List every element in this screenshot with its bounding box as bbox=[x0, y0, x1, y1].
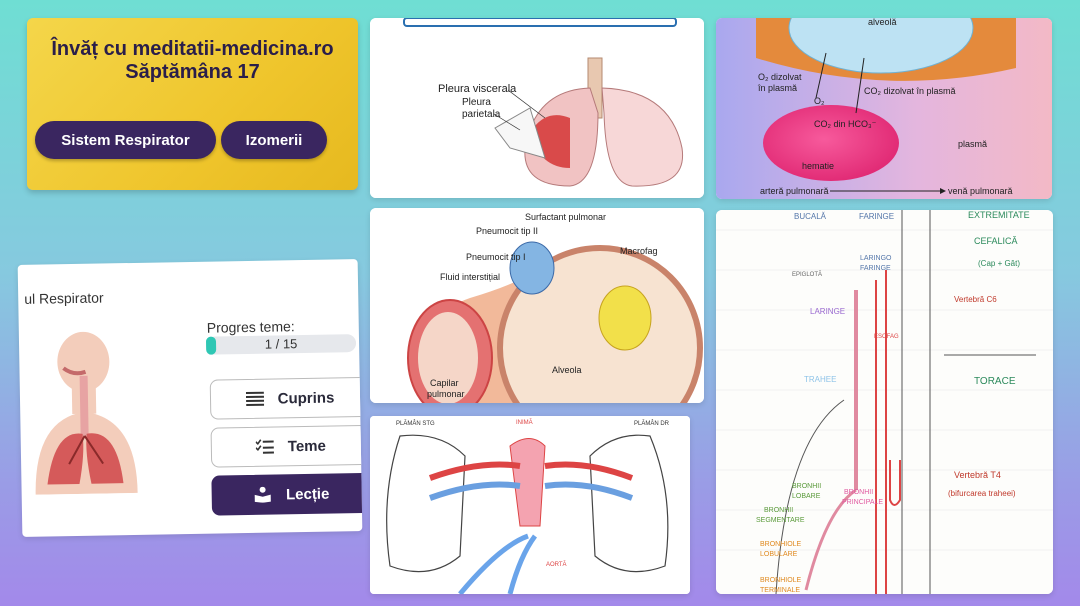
label-trahee: TRAHEE bbox=[804, 375, 836, 384]
label-aorta: AORTĂ bbox=[546, 561, 567, 568]
course-card: ul Respirator Progres teme: 1 / 15 Cupri… bbox=[17, 259, 363, 537]
course-title: ul Respirator bbox=[24, 289, 104, 307]
label-cap-gat: (Cap + Gât) bbox=[978, 259, 1020, 268]
respiratory-schema-image[interactable]: BUCALĂ FARINGE EXTREMITATE CEFALICĂ (Cap… bbox=[716, 210, 1053, 594]
label-torace: TORACE bbox=[974, 376, 1016, 387]
sistem-respirator-button[interactable]: Sistem Respirator bbox=[35, 121, 216, 159]
label-vertebra-c6: Vertebră C6 bbox=[954, 295, 997, 304]
label-bronhiole-lobulare: BRONHIOLE bbox=[760, 541, 802, 548]
label-laringo-faringe: FARINGE bbox=[860, 265, 891, 272]
list-icon bbox=[245, 391, 264, 407]
progress-label: Progres teme: bbox=[206, 318, 295, 336]
label-capilar: Capilar bbox=[430, 378, 459, 388]
label-plaman-stg: PLĂMÂN STG bbox=[396, 420, 435, 427]
label-bronhii-segmentare: BRONHII bbox=[764, 507, 793, 514]
progress-text: 1 / 15 bbox=[264, 336, 298, 352]
label-o2-dizolvat: O₂ dizolvat bbox=[758, 72, 802, 82]
label-faringe: FARINGE bbox=[859, 212, 894, 221]
lectie-button[interactable]: Lecție bbox=[211, 472, 363, 516]
label-extremitate: EXTREMITATE bbox=[968, 210, 1030, 220]
hero-title-line1: Învăț cu meditatii-medicina.ro bbox=[51, 38, 334, 60]
label-vena-pulmonara: venă pulmonară bbox=[948, 186, 1013, 196]
hero-title-line2: Săptămâna 17 bbox=[125, 61, 260, 83]
respiratory-system-illustration bbox=[35, 331, 138, 495]
label-co2-plasma: CO₂ dizolvat în plasmă bbox=[864, 86, 956, 96]
label-artera-pulmonara: arteră pulmonară bbox=[760, 186, 829, 196]
pulmonary-circulation-image[interactable]: PLĂMÂN STG PLĂMÂN DR INIMĂ AORTĂ bbox=[370, 416, 690, 594]
label-vertebra-t4: Vertebră T4 bbox=[954, 470, 1001, 480]
label-fluid-interstitial: Fluid interstițial bbox=[440, 272, 500, 282]
label-macrofag: Macrofag bbox=[620, 246, 658, 256]
label-esofag: ESOFAG bbox=[874, 334, 899, 340]
label-cefalica: CEFALICĂ bbox=[974, 236, 1018, 246]
label-lobare: LOBARE bbox=[792, 493, 821, 500]
izomerii-button[interactable]: Izomerii bbox=[221, 121, 327, 159]
label-co2-hco3: CO₂ din HCO₃⁻ bbox=[814, 119, 877, 129]
label-o2: O₂ bbox=[814, 96, 825, 106]
label-terminale: TERMINALE bbox=[760, 587, 800, 594]
label-surfactant: Surfactant pulmonar bbox=[525, 212, 606, 222]
label-pleura-viscerala: Pleura viscerala bbox=[438, 83, 517, 95]
label-segmentare: SEGMENTARE bbox=[756, 517, 805, 524]
lectie-label: Lecție bbox=[285, 485, 330, 503]
label-plaman-dr: PLĂMÂN DR bbox=[634, 420, 670, 427]
label-plasma: plasmă bbox=[958, 139, 987, 149]
cuprins-label: Cuprins bbox=[277, 388, 335, 407]
label-pneumocit-tip-2: Pneumocit tip II bbox=[476, 226, 538, 236]
progress-bar: 1 / 15 bbox=[205, 334, 357, 355]
label-bronhii-lobare: BRONHII bbox=[792, 483, 821, 490]
label-parietala: parietala bbox=[462, 109, 501, 120]
pleura-image[interactable]: Pleura viscerala Pleura parietala bbox=[370, 18, 704, 198]
label-epiglota: EPIGLOTĂ bbox=[792, 271, 822, 278]
label-principale: PRINCIPALE bbox=[842, 499, 883, 506]
label-pulmonar: pulmonar bbox=[427, 389, 465, 399]
label-alveola: alveolă bbox=[868, 18, 897, 27]
label-hematie: hematie bbox=[802, 161, 834, 171]
hero-card: Învăț cu meditatii-medicina.ro Săptămâna… bbox=[27, 18, 358, 190]
label-bronhiole-terminale: BRONHIOLE bbox=[760, 577, 802, 584]
book-reader-icon bbox=[255, 486, 272, 503]
label-in-plasma: în plasmă bbox=[757, 83, 797, 93]
label-laringe: LARINGE bbox=[810, 307, 845, 316]
checklist-icon bbox=[255, 439, 274, 454]
teme-button[interactable]: Teme bbox=[210, 424, 363, 468]
teme-label: Teme bbox=[287, 437, 327, 455]
label-pneumocit-tip-1: Pneumocit tip I bbox=[466, 252, 526, 262]
label-laringo: LARINGO bbox=[860, 255, 892, 262]
label-bifurcarea-traheei: (bifurcarea traheei) bbox=[948, 489, 1016, 498]
label-inima: INIMĂ bbox=[516, 419, 533, 426]
label-lobulare: LOBULARE bbox=[760, 551, 798, 558]
label-bucala: BUCALĂ bbox=[794, 212, 827, 221]
label-bronhii-principale: BRONHII bbox=[844, 489, 873, 496]
label-pleura: Pleura bbox=[462, 97, 491, 108]
pneumocit-image[interactable]: Surfactant pulmonar Pneumocit tip II Pne… bbox=[370, 208, 704, 403]
alveola-exchange-image[interactable]: alveolă O₂ dizolvat în plasmă O₂ CO₂ diz… bbox=[716, 18, 1052, 199]
cuprins-button[interactable]: Cuprins bbox=[209, 376, 363, 420]
label-alveola-pneumo: Alveola bbox=[552, 365, 582, 375]
